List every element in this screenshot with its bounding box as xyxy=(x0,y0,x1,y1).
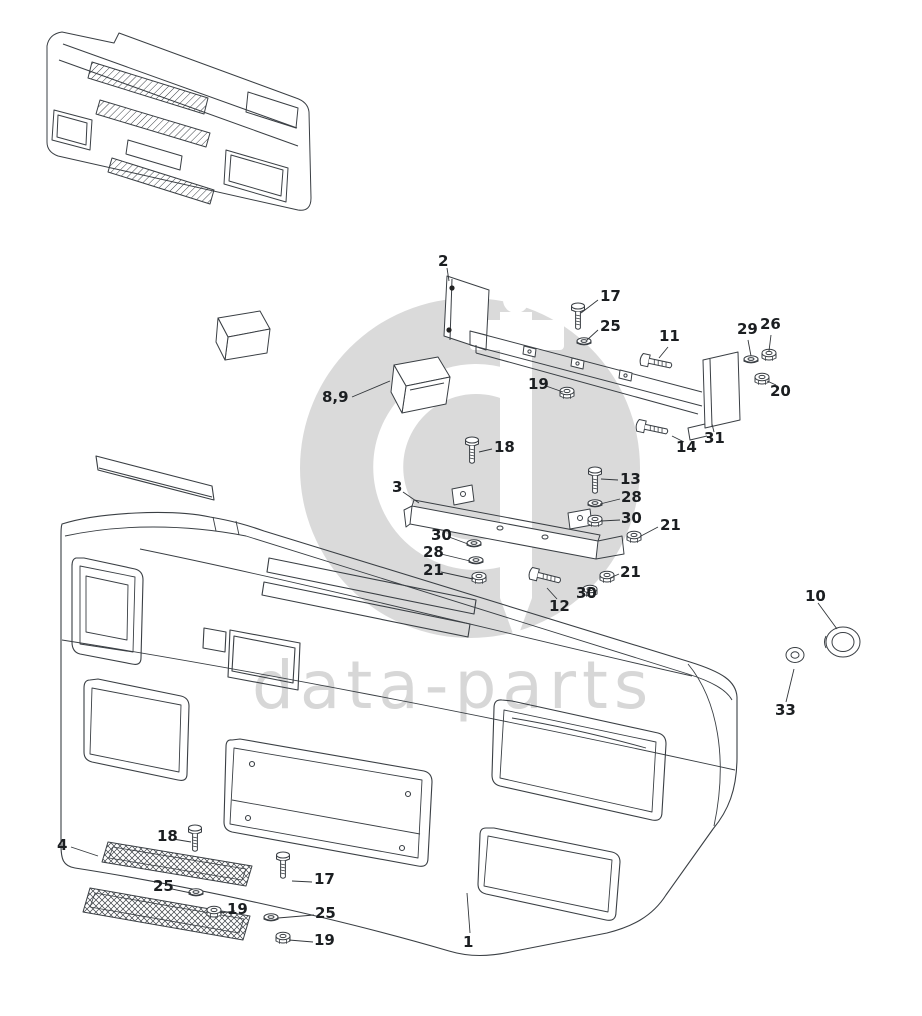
part-label-21-mid: 21 xyxy=(620,563,641,581)
part-label-26: 26 xyxy=(760,315,781,333)
leader-lines xyxy=(70,267,838,943)
part-label-12: 12 xyxy=(549,597,570,615)
bolt-18-bottom-icon xyxy=(188,824,202,852)
part-label-21-right: 21 xyxy=(660,516,681,534)
part-label-25-left: 25 xyxy=(153,877,174,895)
nut-20-icon xyxy=(754,372,770,386)
nut-19-icon xyxy=(559,386,575,400)
washer-29-icon xyxy=(743,355,759,364)
part-label-30-right: 30 xyxy=(621,509,642,527)
plug-part10 xyxy=(824,626,861,658)
bumper-part1 xyxy=(60,455,738,956)
part-label-33: 33 xyxy=(775,701,796,719)
part-label-25-right: 25 xyxy=(315,904,336,922)
part-label-10: 10 xyxy=(805,587,826,605)
part-label-25: 25 xyxy=(600,317,621,335)
part-label-29: 29 xyxy=(737,320,758,338)
watermark-text: data-parts xyxy=(252,647,654,724)
part-label-19-right: 19 xyxy=(314,931,335,949)
cab-front-thumbnail xyxy=(46,31,312,211)
part-label-31: 31 xyxy=(704,429,725,447)
part-label-18-mid: 18 xyxy=(494,438,515,456)
part-label-17: 17 xyxy=(600,287,621,305)
washer-25-left-icon xyxy=(188,888,204,897)
bracket-box-b-part9 xyxy=(390,356,451,414)
part-label-30-left: 30 xyxy=(431,526,452,544)
bolt-11-icon xyxy=(638,352,674,373)
part-label-30-bottom: 30 xyxy=(576,584,597,602)
washer-30-left-icon xyxy=(466,539,482,548)
part-label-28-left: 28 xyxy=(423,543,444,561)
washer-part33 xyxy=(785,647,805,663)
step-plates-part4 xyxy=(82,841,253,941)
upper-crossmember-part2 xyxy=(443,275,741,441)
part-label-17-bottom: 17 xyxy=(314,870,335,888)
washer-28-left-icon xyxy=(468,556,484,565)
nut-19-right-icon xyxy=(275,931,291,945)
washer-25-right-icon xyxy=(263,913,279,922)
part-label-13: 13 xyxy=(620,470,641,488)
part-label-19-left: 19 xyxy=(227,900,248,918)
bolt-14-icon xyxy=(634,418,670,439)
nut-21-right-icon xyxy=(626,530,642,544)
part-label-2: 2 xyxy=(438,252,449,270)
part-label-4: 4 xyxy=(57,836,68,854)
part-label-21-left: 21 xyxy=(423,561,444,579)
part-label-20: 20 xyxy=(770,382,791,400)
part-label-19-upper: 19 xyxy=(528,375,549,393)
bracket-box-a-part8 xyxy=(215,310,271,361)
part-label-28-right: 28 xyxy=(621,488,642,506)
part-label-14: 14 xyxy=(676,438,697,456)
part-label-11: 11 xyxy=(659,327,680,345)
bolt-17-bottom-icon xyxy=(276,851,290,879)
bolt-17-icon xyxy=(571,302,585,330)
part-label-18-bottom: 18 xyxy=(157,827,178,845)
part-label-8-9: 8,9 xyxy=(322,388,349,406)
nut-19-left-icon xyxy=(206,905,222,919)
washer-28-right-icon xyxy=(587,499,603,508)
part-label-1: 1 xyxy=(463,933,474,951)
part-label-3: 3 xyxy=(392,478,403,496)
mid-crossmember-part3 xyxy=(403,484,625,560)
nut-30-right-icon xyxy=(587,514,603,528)
nut-21-left-icon xyxy=(471,571,487,585)
